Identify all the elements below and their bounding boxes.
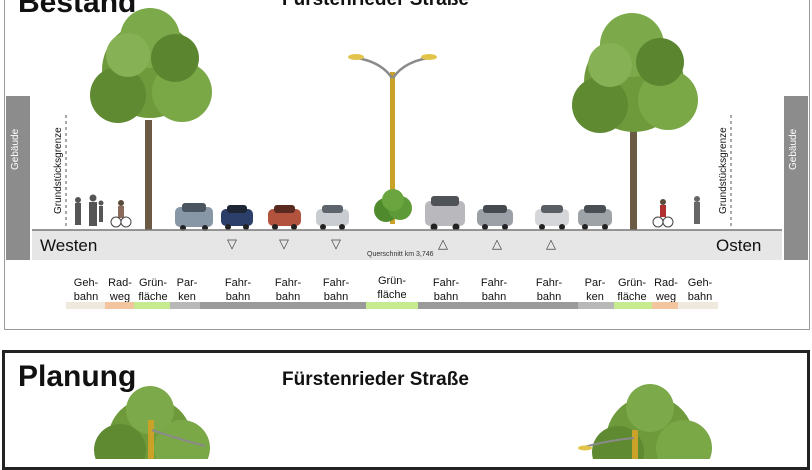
lane-label-sidewalk-west: Geh-bahn (73, 277, 99, 303)
lane-label-carriageway: Fahr-bahn (322, 277, 350, 303)
tree-planned-east (578, 384, 712, 459)
road-surface (32, 230, 782, 260)
lane-label-green-east: Grün-fläche (617, 277, 647, 303)
cyclist-west (110, 200, 132, 228)
tree-east (572, 13, 698, 230)
cyclist-east (652, 199, 674, 228)
strip-sidewalk-east (678, 302, 718, 309)
strip-green-east (614, 302, 652, 309)
direction-up-icon: △ (438, 236, 448, 251)
existing-title: Bestand (18, 0, 137, 19)
car-6 (477, 205, 513, 230)
strip-median (366, 302, 418, 309)
median-shrub (374, 189, 412, 222)
lane-label-carriageway: Fahr-bahn (480, 277, 508, 303)
pedestrian-east (694, 196, 700, 224)
direction-down-icon: ▽ (331, 236, 341, 251)
strip-carriageway-west (200, 302, 366, 309)
lane-label-bike-west: Rad-weg (108, 277, 132, 303)
strip-bike-east (652, 302, 678, 309)
strip-bike-west (105, 302, 134, 309)
direction-east: Osten (716, 236, 762, 255)
direction-down-icon: ▽ (279, 236, 289, 251)
lane-label-sidewalk-east: Geh-bahn (687, 277, 713, 303)
lane-label-bike-east: Rad-weg (654, 277, 678, 303)
strip-carriageway-east (418, 302, 578, 309)
lane-label-carriageway: Fahr-bahn (274, 277, 302, 303)
car-4 (316, 205, 349, 230)
street-name-existing: Fürstenrieder Straße (282, 0, 469, 11)
lane-label-carriageway: Fahr-bahn (224, 277, 252, 303)
lane-label-carriageway: Fahr-bahn (432, 277, 460, 303)
direction-up-icon: △ (546, 236, 556, 251)
car-7 (535, 205, 569, 230)
lane-label-median: Grün-fläche (377, 275, 407, 301)
planned-title: Planung (18, 360, 137, 393)
tree-planned-west (94, 386, 210, 459)
planned-scene (94, 384, 712, 459)
direction-west: Westen (40, 236, 98, 255)
building-west (6, 96, 30, 260)
pedestrians-west (75, 194, 104, 226)
lane-label-green-west: Grün-fläche (138, 277, 168, 303)
direction-down-icon: ▽ (227, 236, 237, 251)
building-east (784, 96, 808, 260)
strip-parking-east (578, 302, 614, 309)
cross-section-reference: Querschnitt km 3,746 (367, 251, 434, 258)
car-3 (268, 205, 301, 230)
strip-green-west (134, 302, 170, 309)
tree-west (90, 8, 212, 230)
car-8 (578, 205, 612, 230)
strip-sidewalk-west (66, 302, 105, 309)
direction-up-icon: △ (492, 236, 502, 251)
lane-label-parking-east: Par-ken (584, 277, 606, 303)
cross-section-scene (32, 8, 782, 231)
car-2 (221, 205, 253, 230)
street-lamp (348, 54, 437, 224)
lane-label-parking-west: Par-ken (176, 277, 198, 303)
car-5 (425, 196, 465, 231)
strip-parking-west (170, 302, 200, 309)
street-name-planned: Fürstenrieder Straße (282, 369, 469, 390)
lane-label-carriageway: Fahr-bahn (535, 277, 563, 303)
